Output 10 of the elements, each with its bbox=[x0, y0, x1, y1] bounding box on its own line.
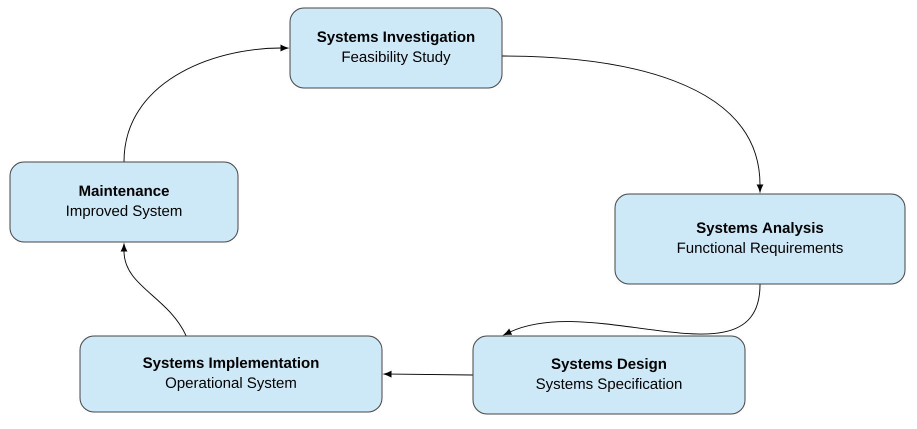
process-box: Systems Design Systems Specification bbox=[472, 336, 746, 414]
process-box: Systems Analysis Functional Requirements bbox=[614, 194, 906, 284]
process-box: Systems Implementation Operational System bbox=[80, 336, 382, 412]
arrow bbox=[502, 56, 764, 192]
arrow bbox=[384, 370, 473, 378]
arrow bbox=[504, 284, 760, 336]
arrow bbox=[124, 44, 288, 162]
arrow bbox=[120, 244, 186, 336]
process-box: Maintenance Improved System bbox=[10, 162, 238, 242]
process-box: Systems Investigation Feasibility Study bbox=[290, 8, 502, 88]
